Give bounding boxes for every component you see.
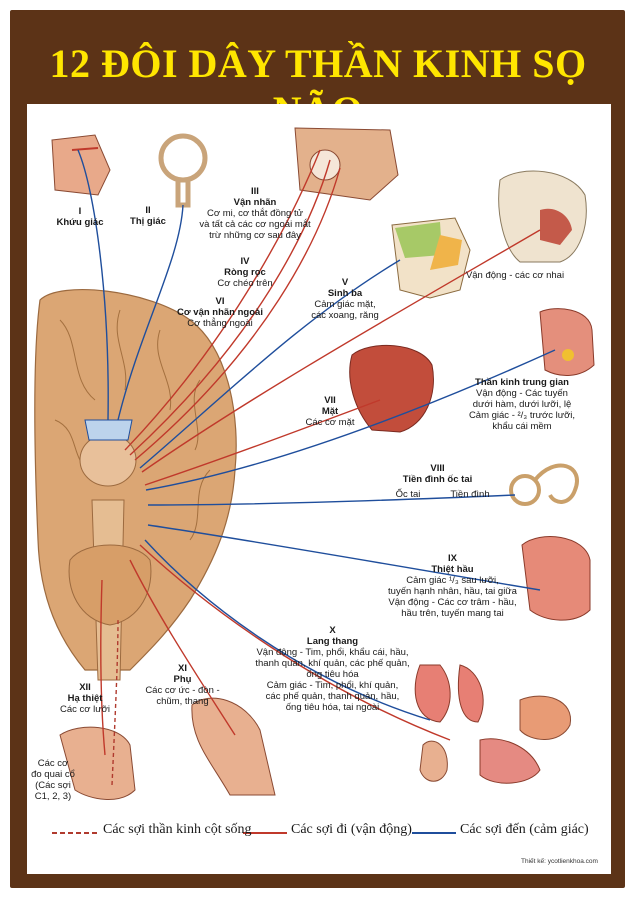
neck-illustration (191, 697, 276, 796)
credit-text: Thiết kế: ycotlienkhoa.com (521, 858, 598, 865)
nerve-line-VIII (147, 494, 516, 506)
nerve-line-IX (147, 524, 541, 591)
legend-motor: Các sợi đi (vận động) (291, 822, 412, 837)
brain-illustration (34, 289, 237, 681)
label-nerve-IV: IV Ròng rọc Cơ chéo trên (217, 256, 273, 289)
nerve-line-VIIb (145, 349, 556, 491)
label-nerve-V: V Sinh ba Cảm giác mặt, các xoang, răng (311, 277, 379, 321)
label-vestibular: Tiền đình (450, 489, 490, 500)
face-muscles-illustration (349, 344, 434, 433)
nerve-line-X-sensory (144, 539, 431, 721)
nerve-line-XI (129, 559, 236, 736)
orbit-illustration (294, 127, 399, 201)
label-nerve-V-motor: Vận động - các cơ nhai (465, 270, 565, 281)
label-nerve-I: I Khứu giác (56, 206, 104, 228)
label-nerve-X: X Lang thang Vận động - Tim, phổi, khẩu … (255, 625, 410, 713)
nerve-line-VII (144, 399, 381, 486)
face-trigeminal-illustration (391, 217, 471, 299)
label-nerve-VII: VII Mặt Các cơ mặt (305, 395, 355, 428)
nerve-line-VI (134, 167, 341, 461)
nerve-line-X-motor (139, 544, 451, 741)
nerve-line-V-motor (141, 229, 541, 473)
jaw-illustration (59, 726, 136, 800)
label-nerve-VI: VI Cơ vận nhãn ngoài Cơ thẳng ngoài (177, 296, 263, 329)
nerve-line-II (117, 204, 184, 421)
mouth-illustration (539, 308, 595, 376)
title-bar: 12 ĐÔI DÂY THẦN KINH SỌ NÃO (24, 28, 612, 133)
label-nerve-XI: XI Phụ Các cơ ức - đòn - chũm, thang (145, 663, 220, 707)
nerve-line-XII (100, 579, 106, 756)
nerve-line-V-sensory (139, 259, 401, 469)
throat-illustration (521, 536, 591, 621)
nerve-line-III (124, 149, 321, 451)
label-nerve-II: II Thị giác (130, 205, 166, 227)
label-nerve-III: III Vận nhãn Cơ mi, cơ thắt đồng tử và t… (199, 186, 311, 241)
nose-illustration (51, 134, 111, 196)
legend-sensory: Các sợi đến (cảm giác) (460, 822, 589, 837)
visceral-organs-illustration (414, 664, 571, 784)
label-nerve-VIII: VIII Tiền đình ốc tai (402, 463, 473, 485)
label-cervical-loop: Các cơ đo quai cổ (Các sợi C1, 2, 3) (31, 758, 75, 802)
label-nerve-IX: IX Thiệt hầu Cảm giác ¹/₃ sau lưỡi, tuyế… (388, 553, 517, 619)
legend-spinal: Các sợi thần kinh cột sống (103, 822, 252, 837)
label-cochlear: Ốc tai (395, 489, 421, 500)
nerve-line-I (77, 149, 109, 421)
nerve-line-cervical (111, 619, 119, 786)
nerve-line-IV (129, 159, 331, 456)
inner-ear-illustration (509, 463, 579, 506)
skull-illustration (498, 170, 587, 263)
label-nerve-XII: XII Hạ thiệt Các cơ lưỡi (60, 682, 110, 715)
label-nerve-intermedius: Thần kinh trung gian Vận động - Các tuyế… (468, 377, 576, 432)
